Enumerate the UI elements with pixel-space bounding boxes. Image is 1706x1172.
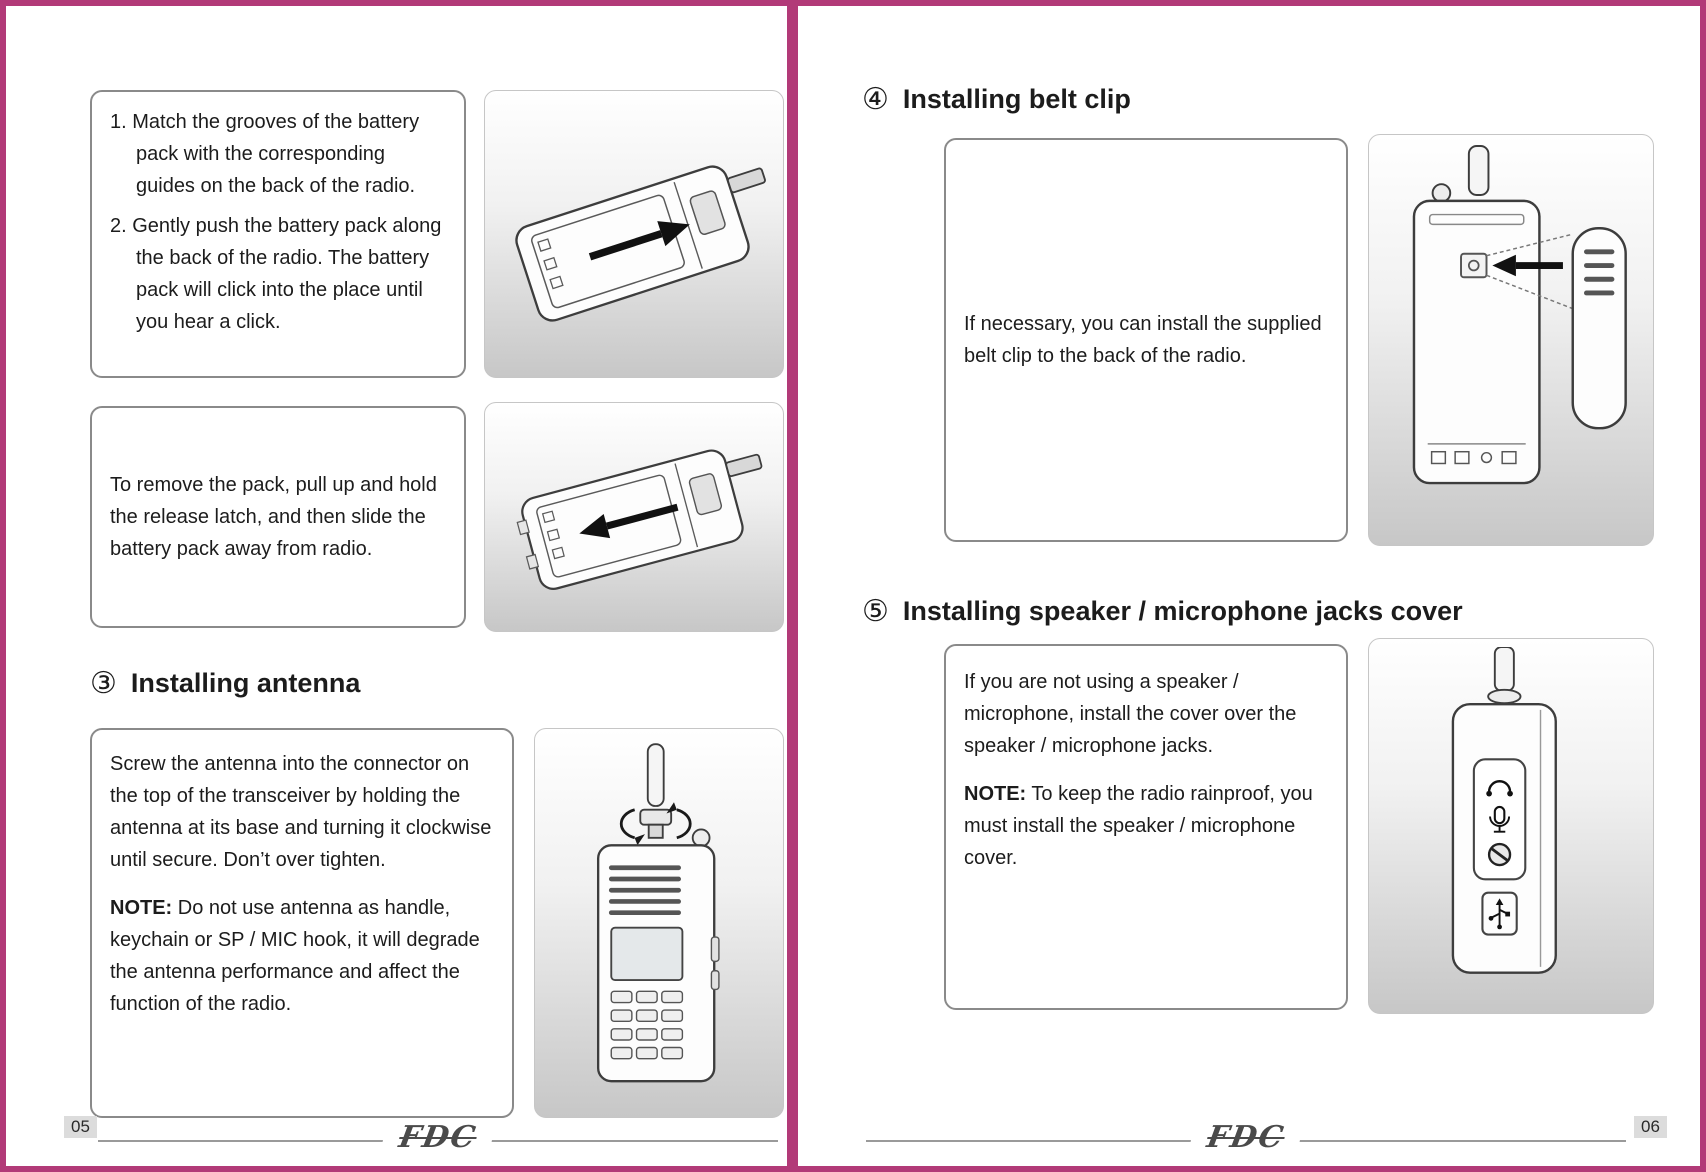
antenna-section-heading: ③ Installing antenna bbox=[90, 666, 360, 701]
display-screen bbox=[610, 926, 684, 982]
battery-install-illustration bbox=[515, 165, 766, 322]
antenna-note: NOTE: Do not use antenna as handle, keyc… bbox=[110, 892, 494, 1020]
screw-icon bbox=[1487, 842, 1512, 867]
antenna-illustration bbox=[596, 743, 720, 1083]
belt-clip bbox=[1571, 227, 1627, 430]
microphone-icon bbox=[1489, 805, 1511, 833]
brand-logo-left: FDC bbox=[380, 1120, 496, 1155]
note-label: NOTE: bbox=[964, 783, 1027, 805]
page-number-left: 05 bbox=[64, 1116, 97, 1138]
battery-install-step-1: 1. Match the grooves of the battery pack… bbox=[110, 111, 420, 197]
jacks-cover-illustration-box bbox=[1368, 638, 1654, 1014]
note-label: NOTE: bbox=[110, 897, 173, 919]
battery-install-text-box: 1. Match the grooves of the battery pack… bbox=[90, 90, 466, 378]
battery-remove-text-box: To remove the pack, pull up and hold the… bbox=[90, 406, 466, 628]
jacks-cover-illustration bbox=[1451, 647, 1557, 974]
page-number-right: 06 bbox=[1634, 1116, 1667, 1138]
battery-contacts bbox=[1430, 450, 1517, 465]
radio-front bbox=[596, 828, 720, 1083]
alignment-guides bbox=[1486, 233, 1574, 310]
battery-remove-illustration bbox=[516, 449, 763, 590]
radio-back-angled bbox=[516, 449, 763, 590]
battery-remove-text: To remove the pack, pull up and hold the… bbox=[110, 474, 437, 560]
radio-back bbox=[1412, 144, 1541, 485]
jack-panel bbox=[1472, 758, 1527, 881]
section-title: Installing speaker / microphone jacks co… bbox=[902, 596, 1463, 626]
section-title: Installing belt clip bbox=[902, 84, 1131, 114]
battery-install-illustration-box bbox=[484, 90, 784, 378]
brand-logo-right: FDC bbox=[1188, 1120, 1304, 1155]
belt-clip-body-text: If necessary, you can install the suppli… bbox=[964, 313, 1322, 367]
antenna-illustration-box bbox=[534, 728, 784, 1118]
antenna-rod bbox=[639, 743, 673, 839]
jacks-cover-note: NOTE: To keep the radio rainproof, you m… bbox=[964, 778, 1328, 874]
jacks-cover-body-text: If you are not using a speaker / microph… bbox=[964, 671, 1297, 757]
attach-arrow-icon bbox=[1492, 254, 1563, 277]
slide-out-arrow-icon bbox=[579, 503, 679, 539]
note-text: Do not use antenna as handle, keychain o… bbox=[110, 897, 480, 1015]
battery-remove-illustration-box bbox=[484, 402, 784, 632]
slide-in-arrow-icon bbox=[588, 221, 690, 261]
belt-clip-section-heading: ④ Installing belt clip bbox=[862, 82, 1131, 117]
belt-clip-illustration-box bbox=[1368, 134, 1654, 546]
usb-cover bbox=[1481, 891, 1518, 936]
battery-install-step-2: 2. Gently push the battery pack along th… bbox=[110, 215, 442, 333]
jacks-cover-text-box: If you are not using a speaker / microph… bbox=[944, 644, 1348, 1010]
belt-clip-text-box: If necessary, you can install the suppli… bbox=[944, 138, 1348, 542]
jacks-cover-section-heading: ⑤ Installing speaker / microphone jacks c… bbox=[862, 594, 1463, 629]
speaker-grille bbox=[608, 865, 681, 916]
headphone-icon bbox=[1486, 780, 1513, 797]
section-number: ③ bbox=[90, 667, 117, 700]
usb-icon bbox=[1488, 898, 1511, 930]
keypad bbox=[610, 990, 684, 1060]
antenna-text-box: Screw the antenna into the connector on … bbox=[90, 728, 514, 1118]
page-spine bbox=[784, 6, 801, 1166]
note-text: To keep the radio rainproof, you must in… bbox=[964, 783, 1313, 869]
antenna-body-text: Screw the antenna into the connector on … bbox=[110, 753, 492, 871]
section-number: ⑤ bbox=[862, 595, 889, 628]
clip-mount bbox=[1460, 252, 1488, 279]
section-number: ④ bbox=[862, 83, 889, 116]
radio-back-angled bbox=[515, 165, 766, 322]
section-title: Installing antenna bbox=[130, 668, 361, 698]
belt-clip-illustration bbox=[1412, 144, 1627, 485]
rotate-arrow-icon bbox=[619, 802, 692, 846]
